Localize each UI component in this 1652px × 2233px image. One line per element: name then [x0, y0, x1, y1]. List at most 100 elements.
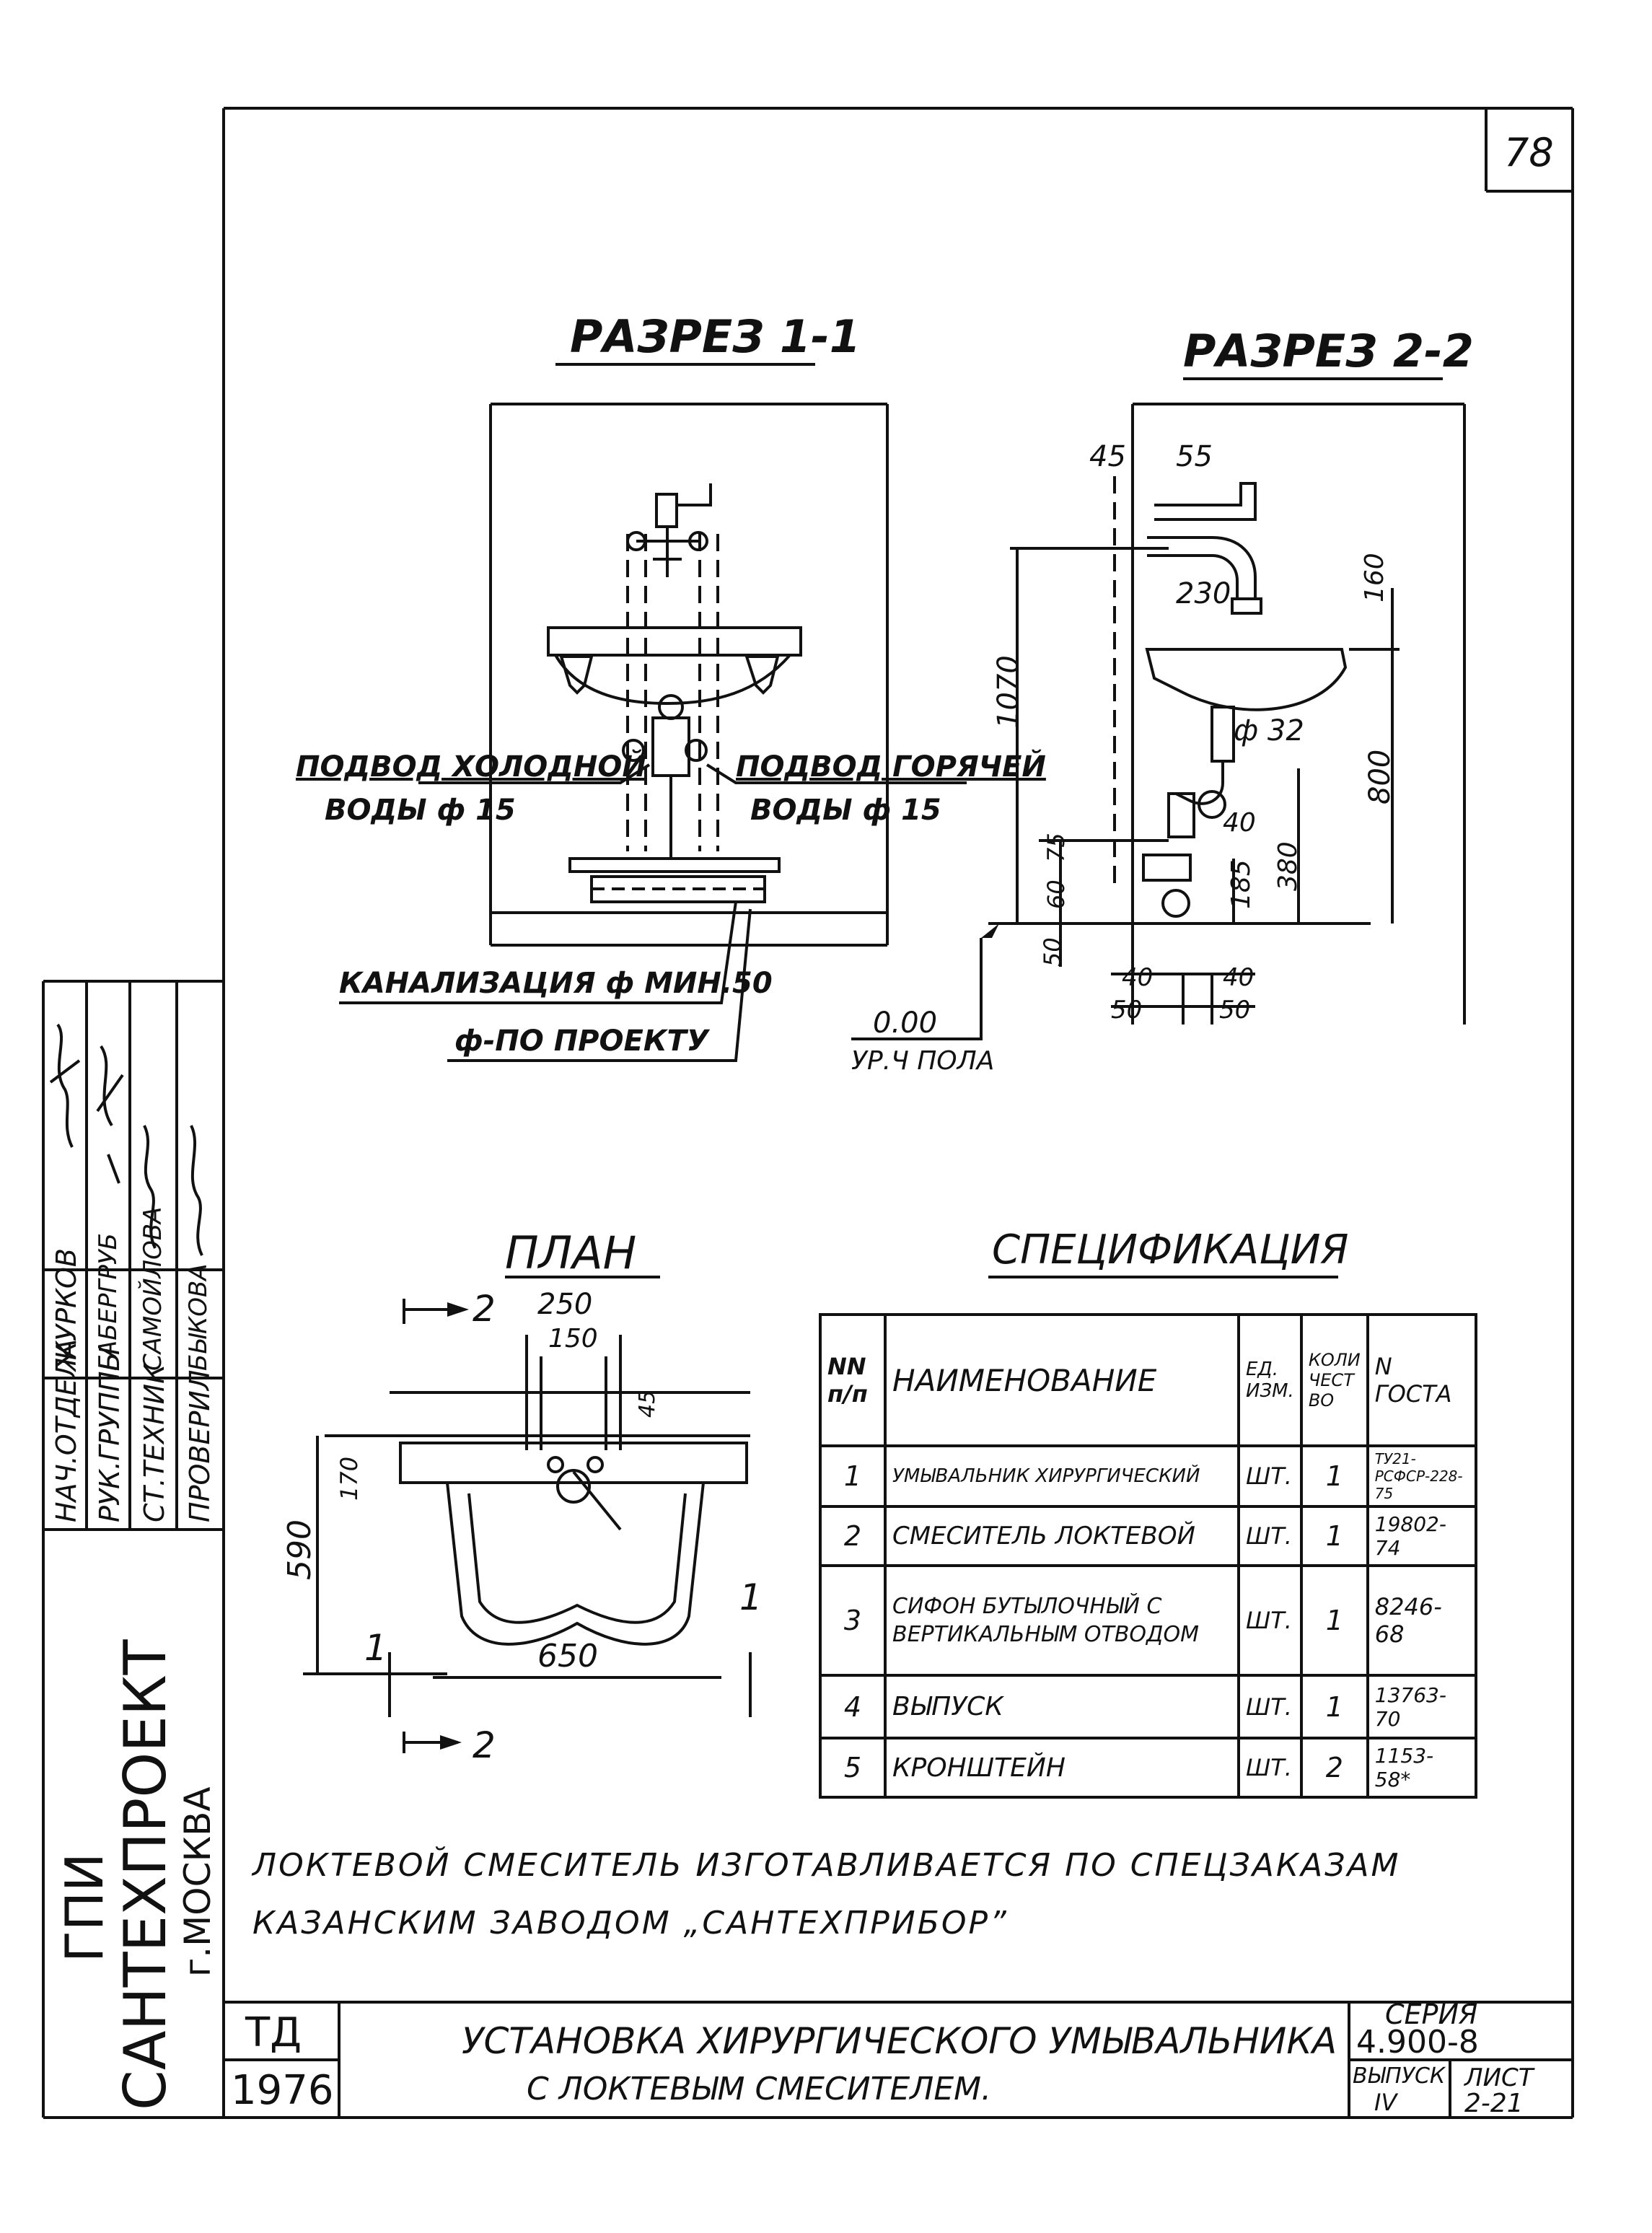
dim-40-b: 40 [1122, 963, 1154, 992]
plan-title: ПЛАН [505, 1227, 637, 1279]
section-1-1-drawing [339, 363, 967, 1062]
plan-drawing [303, 1299, 752, 1753]
drawing-title-line-2: С ЛОКТЕВЫМ СМЕСИТЕЛЕМ. [527, 2071, 992, 2107]
sheet-label: ЛИСТ [1464, 2063, 1534, 2092]
plan-dim-590: 590 [281, 1519, 318, 1580]
spec-cell-unit: ШТ. [1237, 1505, 1303, 1567]
cold-supply-label-1: ПОДВОД ХОЛОДНОЙ [296, 750, 646, 784]
spec-cell-unit: ШТ. [1237, 1444, 1303, 1508]
dim-1070: 1070 [992, 655, 1025, 729]
plan-cut-1-left: 1 [364, 1627, 387, 1669]
spec-cell-unit: ШТ. [1237, 1737, 1303, 1799]
stamp-org-1: ГПИ [54, 1853, 115, 1962]
spec-cell-name: КРОНШТЕЙН [884, 1737, 1240, 1799]
stamp-name-2: ГАБЕРГРУБ [94, 1232, 123, 1371]
note-line-1: ЛОКТЕВОЙ СМЕСИТЕЛЬ ИЗГОТАВЛИВАЕТСЯ ПО СП… [252, 1847, 1401, 1884]
plan-dim-150: 150 [548, 1324, 598, 1354]
stamp-org-2: САНТЕХПРОЕКТ [112, 1639, 179, 2110]
dim-55: 55 [1176, 440, 1213, 473]
dim-40-a: 40 [1223, 808, 1256, 838]
per-project-label: ф-ПО ПРОЕКТУ [454, 1025, 709, 1058]
dim-50-b: 50 [1111, 996, 1143, 1025]
spec-row: 4 ВЫПУСК ШТ. 1 13763-70 [819, 1674, 1477, 1740]
section-1-1-title: РАЗРЕЗ 1-1 [570, 310, 861, 363]
title-block-year: 1976 [231, 2067, 334, 2114]
spec-row: 2 СМЕСИТЕЛЬ ЛОКТЕВОЙ ШТ. 1 19802-74 [819, 1505, 1477, 1567]
spec-header-num: NN п/п [819, 1313, 887, 1447]
sheet-number: 78 [1504, 130, 1554, 175]
note-line-2: КАЗАНСКИМ ЗАВОДОМ „САНТЕХПРИБОР” [252, 1905, 1009, 1942]
side-stamp-frame [42, 980, 224, 2119]
drawing-title-line-1: УСТАНОВКА ХИРУРГИЧЕСКОГО УМЫВАЛЬНИКА [462, 2020, 1337, 2062]
spec-title: СПЕЦИФИКАЦИЯ [992, 1227, 1349, 1273]
spec-cell-name: СМЕСИТЕЛЬ ЛОКТЕВОЙ [884, 1505, 1240, 1567]
floor-level-label: УР.Ч ПОЛА [851, 1046, 995, 1076]
plan-dim-45: 45 [635, 1390, 660, 1418]
spec-cell-unit: ШТ. [1237, 1674, 1303, 1740]
spec-header-qty: КОЛИ ЧЕСТ ВО [1299, 1313, 1369, 1447]
plan-dim-650: 650 [537, 1638, 598, 1675]
dim-40-c: 40 [1223, 963, 1255, 992]
spec-cell-gost: 1153-58* [1366, 1737, 1477, 1799]
spec-cell-qty: 2 [1299, 1737, 1369, 1799]
dim-800: 800 [1363, 749, 1397, 804]
hot-supply-label-1: ПОДВОД ГОРЯЧЕЙ [736, 750, 1046, 784]
stamp-role-2: РУК.ГРУППЫ [94, 1348, 126, 1522]
spec-cell-gost: 13763-70 [1366, 1674, 1477, 1740]
plan-dim-170: 170 [335, 1456, 363, 1501]
sheet-value: 2-21 [1464, 2089, 1524, 2118]
spec-cell-num: 3 [819, 1564, 887, 1677]
dim-phi32: ф 32 [1234, 714, 1304, 747]
spec-header-unit: ЕД. ИЗМ. [1237, 1313, 1303, 1447]
spec-cell-gost: 8246-68 [1366, 1564, 1477, 1677]
stamp-role-4: ПРОВЕРИЛ [184, 1369, 216, 1522]
dim-380: 380 [1273, 841, 1303, 891]
section-2-2-title: РАЗРЕЗ 2-2 [1183, 325, 1474, 377]
title-block-frame [224, 2001, 1573, 2118]
stamp-name-4: БЫКОВА [184, 1263, 213, 1371]
stamp-name-1: ЖУРКОВ [50, 1248, 82, 1371]
dim-50-c: 50 [1219, 996, 1251, 1025]
spec-cell-name: ВЫПУСК [884, 1674, 1240, 1740]
sheet-frame [222, 107, 1574, 2119]
spec-cell-num: 2 [819, 1505, 887, 1567]
issue-value: IV [1374, 2089, 1397, 2116]
floor-level-value: 0.00 [873, 1006, 938, 1040]
spec-cell-num: 1 [819, 1444, 887, 1508]
spec-header-row: NN п/п НАИМЕНОВАНИЕ ЕД. ИЗМ. КОЛИ ЧЕСТ В… [819, 1313, 1477, 1447]
spec-cell-gost: ТУ21-РСФСР-228-75 [1366, 1444, 1477, 1508]
spec-cell-name: УМЫВАЛЬНИК ХИРУРГИЧЕСКИЙ [884, 1444, 1240, 1508]
spec-cell-qty: 1 [1299, 1505, 1369, 1567]
hot-supply-label-2: ВОДЫ ф 15 [750, 794, 941, 827]
spec-cell-qty: 1 [1299, 1444, 1369, 1508]
spec-header-gost: N ГОСТА [1366, 1313, 1477, 1447]
spec-cell-unit: ШТ. [1237, 1564, 1303, 1677]
dim-230: 230 [1176, 577, 1231, 610]
dim-60: 60 [1042, 879, 1070, 909]
spec-cell-gost: 19802-74 [1366, 1505, 1477, 1567]
spec-cell-num: 5 [819, 1737, 887, 1799]
plan-cut-2-bottom: 2 [473, 1724, 496, 1766]
spec-cell-qty: 1 [1299, 1674, 1369, 1740]
title-block-td: ТД [245, 2009, 302, 2056]
spec-cell-qty: 1 [1299, 1564, 1369, 1677]
spec-row: 3 СИФОН БУТЫЛОЧНЫЙ С ВЕРТИКАЛЬНЫМ ОТВОДО… [819, 1564, 1477, 1677]
spec-row: 5 КРОНШТЕЙН ШТ. 2 1153-58* [819, 1737, 1477, 1799]
spec-row: 1 УМЫВАЛЬНИК ХИРУРГИЧЕСКИЙ ШТ. 1 ТУ21-РС… [819, 1444, 1477, 1508]
spec-cell-name: СИФОН БУТЫЛОЧНЫЙ С ВЕРТИКАЛЬНЫМ ОТВОДОМ [884, 1564, 1240, 1677]
plan-cut-1-right: 1 [739, 1576, 763, 1618]
spec-table: NN п/п НАИМЕНОВАНИЕ ЕД. ИЗМ. КОЛИ ЧЕСТ В… [819, 1313, 1477, 1799]
dim-50-v: 50 [1039, 937, 1066, 967]
spec-header-name: НАИМЕНОВАНИЕ [884, 1313, 1240, 1447]
section-2-2-drawing [851, 403, 1466, 1040]
series-value: 4.900-8 [1356, 2024, 1479, 2061]
plan-cut-2-top: 2 [473, 1288, 496, 1330]
dim-45: 45 [1089, 440, 1126, 473]
series-label: СЕРИЯ [1385, 1999, 1478, 2030]
issue-label: ВЫПУСК [1353, 2063, 1446, 2089]
stamp-role-3: СТ.ТЕХНИК [139, 1364, 170, 1522]
dim-160: 160 [1360, 553, 1389, 602]
spec-cell-num: 4 [819, 1674, 887, 1740]
stamp-org-3: г.МОСКВА [177, 1786, 219, 1977]
